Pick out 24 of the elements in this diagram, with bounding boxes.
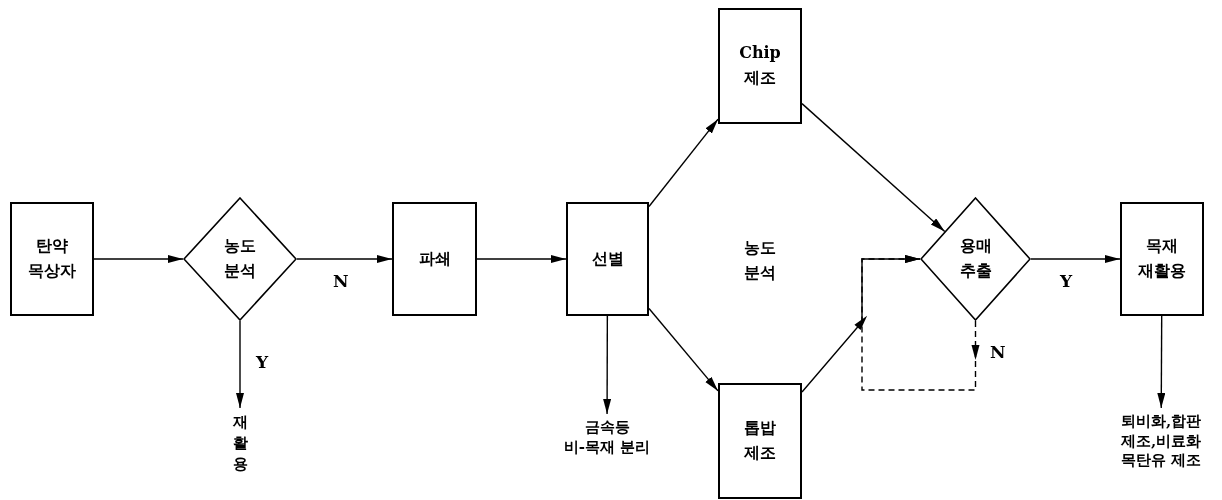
note-text: 농도 분석 (743, 237, 777, 284)
arrow (93, 255, 184, 263)
result-text: 금속등 비-목재 분리 (540, 418, 674, 466)
arrow (1030, 255, 1121, 263)
arrow (476, 255, 567, 263)
arrow (648, 307, 719, 392)
arrow (648, 118, 719, 208)
arrow (1157, 315, 1166, 409)
arrow (603, 315, 612, 415)
process-box: Chip 제조 (718, 8, 802, 124)
arrow (861, 255, 980, 391)
arrow (236, 320, 244, 409)
result-text: 퇴비화,합판 제조,비료화 목탄유 제조 (1100, 412, 1222, 496)
process-box: 파쇄 (392, 202, 477, 316)
process-box: 목재 재활용 (1120, 202, 1204, 316)
arrow (296, 255, 393, 263)
decision-diamond: 용매 추출 (920, 197, 1031, 321)
process-box: 선별 (566, 202, 649, 316)
result-text: 재활용 (226, 412, 254, 496)
process-box: 톱밥 제조 (718, 383, 802, 499)
decision-diamond: 농도 분석 (183, 197, 297, 321)
process-box: 탄약 목상자 (10, 202, 94, 316)
arrow (801, 102, 946, 233)
arrow (801, 255, 921, 393)
